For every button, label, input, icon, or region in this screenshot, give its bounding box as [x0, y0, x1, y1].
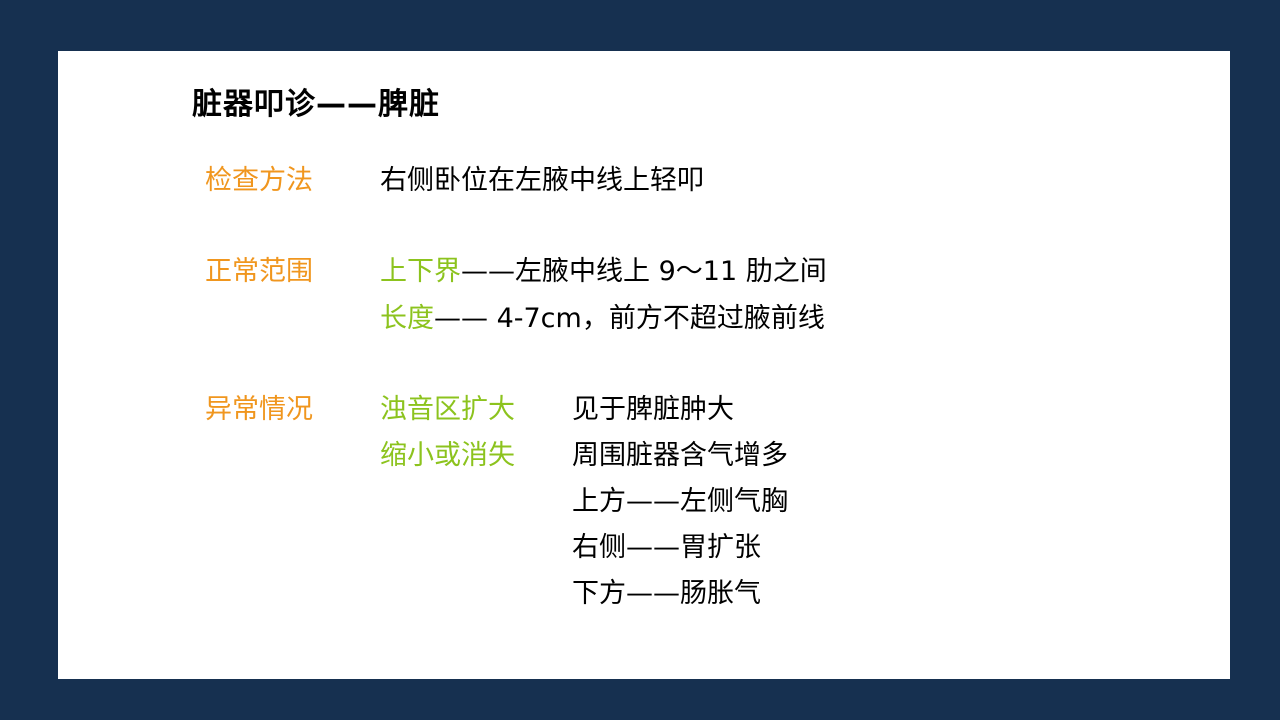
abnormal-label: 异常情况: [205, 394, 313, 425]
abnormal-text-enlarged: 见于脾脏肿大: [572, 394, 734, 425]
abnormal-sub-item-below: 下方——肠胀气: [572, 578, 761, 609]
abnormal-sub-item-above: 上方——左侧气胸: [572, 486, 788, 517]
normal-key-bounds: 上下界: [380, 256, 461, 287]
slide-title: 脏器叩诊——脾脏: [192, 87, 440, 122]
normal-text-length: —— 4-7cm，前方不超过腋前线: [434, 303, 825, 334]
abnormal-key-enlarged: 浊音区扩大: [380, 394, 515, 425]
normal-label: 正常范围: [205, 256, 313, 287]
normal-key-length: 长度: [380, 303, 434, 334]
normal-text-bounds: ——左腋中线上 9～11 肋之间: [461, 256, 827, 287]
normal-row-length: 长度—— 4-7cm，前方不超过腋前线: [380, 303, 825, 335]
abnormal-sub-item-right: 右侧——胃扩张: [572, 532, 761, 563]
method-text: 右侧卧位在左腋中线上轻叩: [380, 165, 704, 196]
abnormal-text-reduced: 周围脏器含气增多: [572, 440, 788, 471]
slide-panel: 脏器叩诊——脾脏 检查方法 右侧卧位在左腋中线上轻叩 正常范围 上下界——左腋中…: [58, 51, 1230, 679]
abnormal-key-reduced: 缩小或消失: [380, 440, 515, 471]
normal-row-bounds: 上下界——左腋中线上 9～11 肋之间: [380, 256, 827, 288]
method-label: 检查方法: [205, 165, 313, 196]
